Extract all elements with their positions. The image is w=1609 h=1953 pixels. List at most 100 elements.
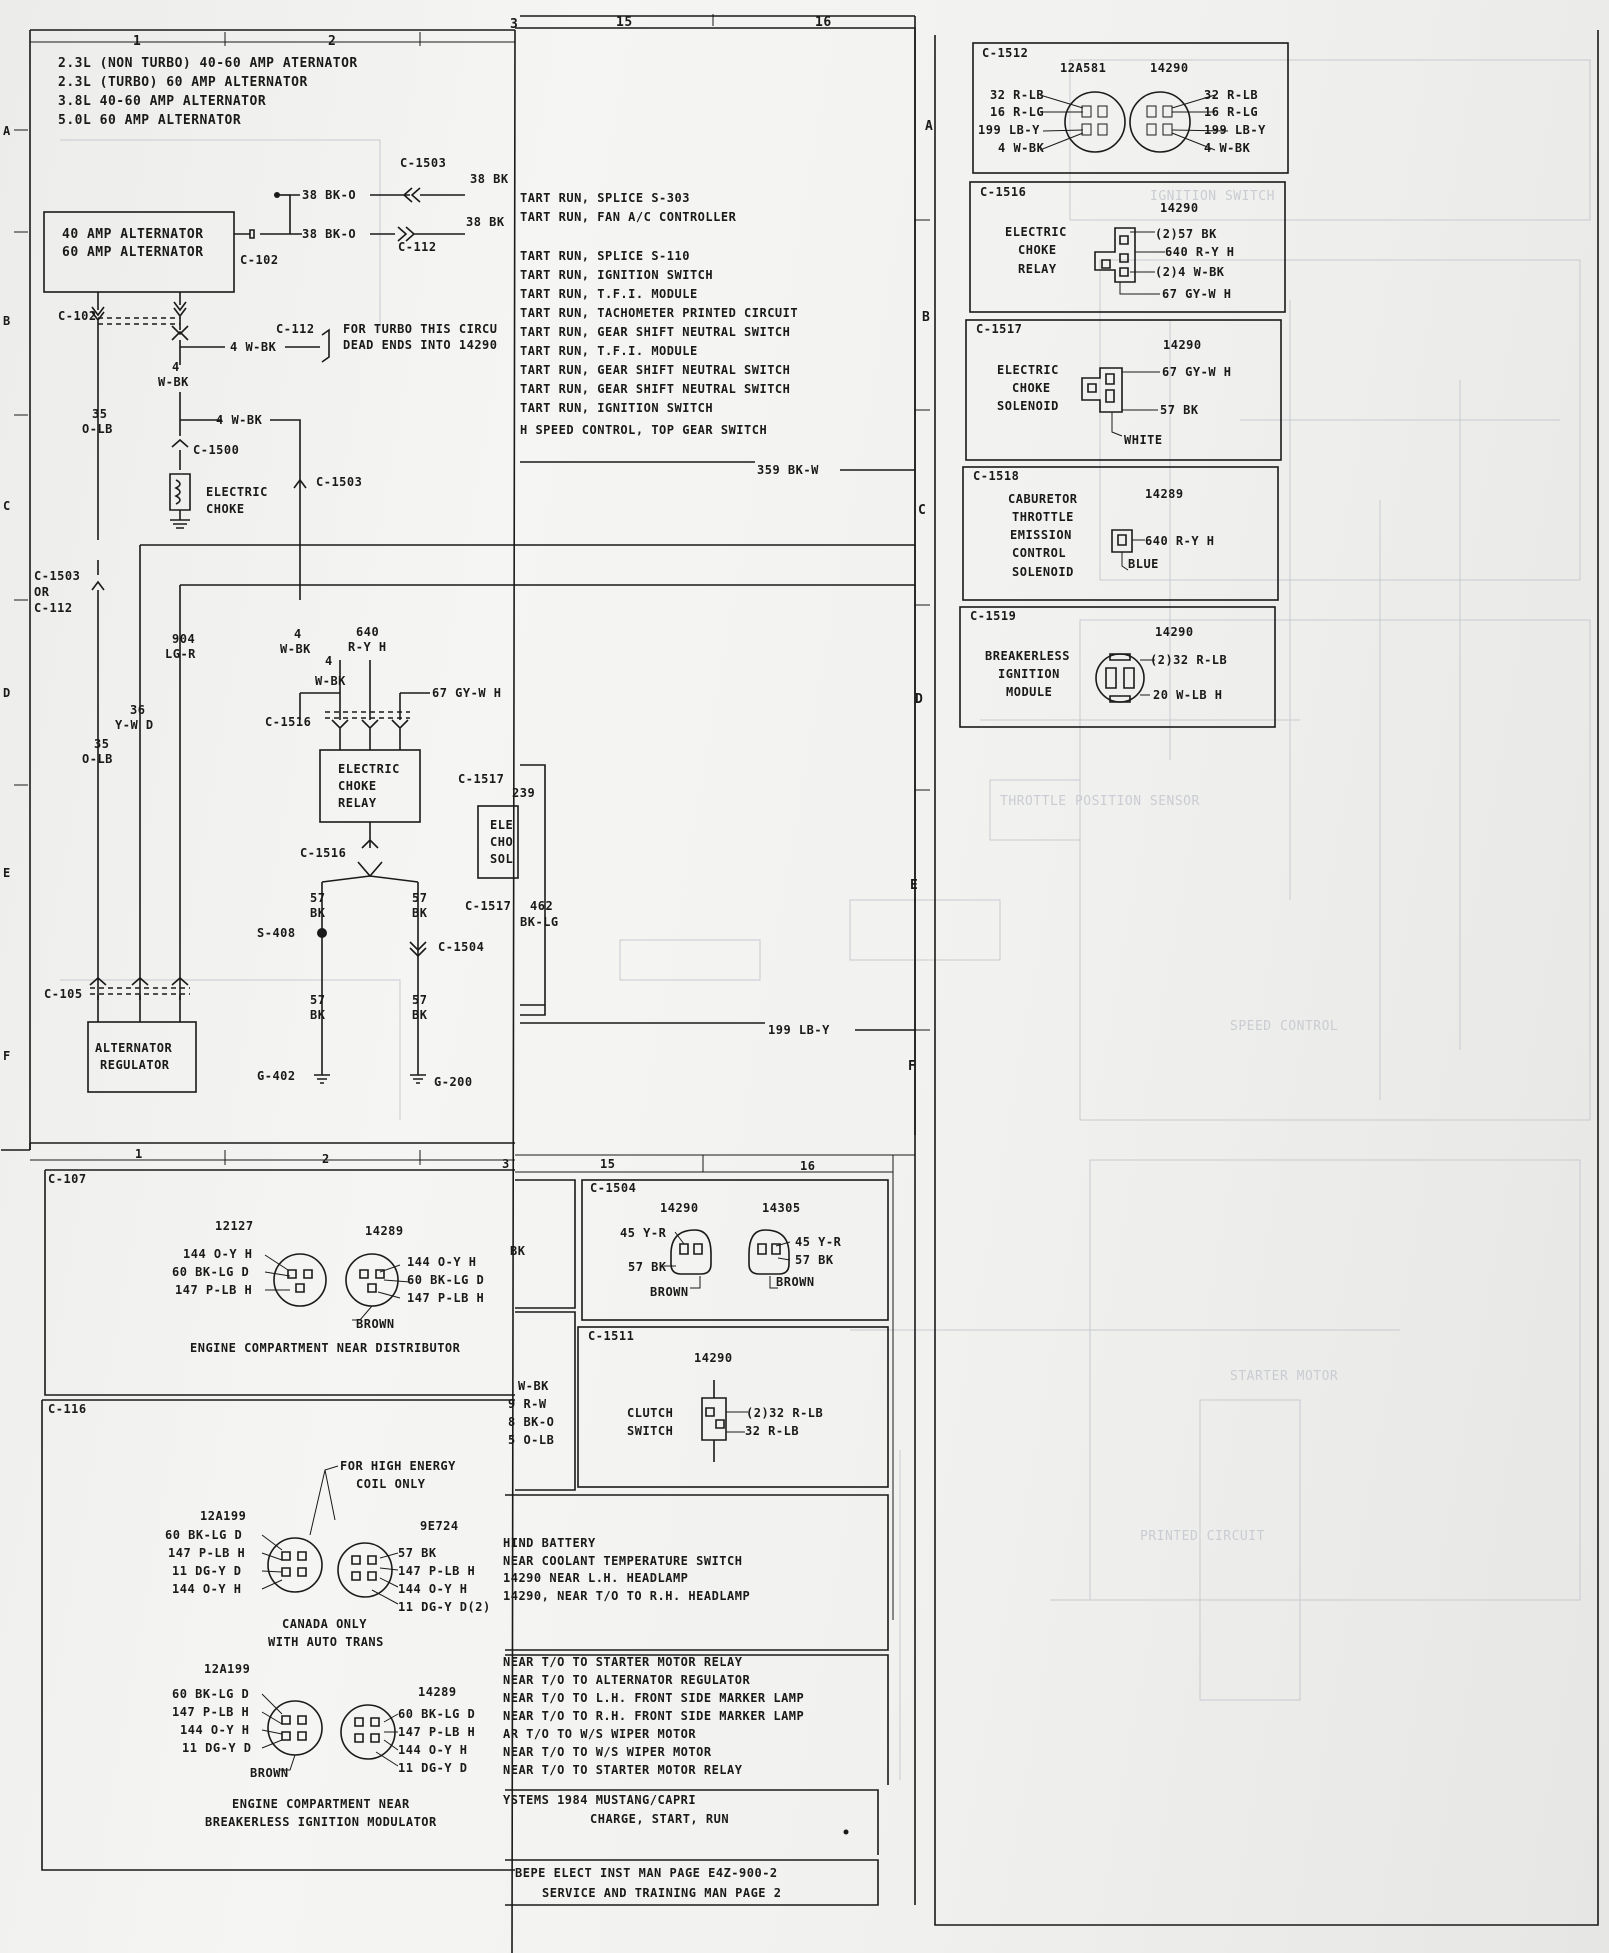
c107-part-b: 14289 (365, 1224, 404, 1238)
wire-57-num-b: 57 (412, 891, 427, 905)
col-label-3: 3 (510, 17, 518, 32)
c1504-id: C-1504 (590, 1181, 636, 1195)
connector-c1516: C-1516 14290 ELECTRIC CHOKE RELAY (2)57 … (969, 181, 1286, 313)
c116-r1-4: 11 DG-Y D(2) (398, 1600, 491, 1614)
c1518-p1: 640 R-Y H (1145, 534, 1215, 548)
c1519-id: C-1519 (970, 609, 1016, 623)
ghost-background: THROTTLE POSITION SENSOR IGNITION SWITCH… (60, 59, 1591, 1780)
c105-label: C-105 (44, 987, 83, 1001)
c116-brown: BROWN (250, 1766, 289, 1780)
c1516-desc-2: CHOKE (1018, 243, 1057, 257)
wire-57-bk-a: BK (310, 906, 326, 920)
c1516-p4: 67 GY-W H (1162, 287, 1232, 301)
c1503-or-3: C-112 (34, 601, 73, 615)
bottom-mid-panels: 15 16 BK W-BK 9 R-W 8 BK-O 5 O-LB C-1504… (503, 1154, 915, 1906)
wire-36-num: 36 (130, 703, 145, 717)
wire-4-wbk-3: W-BK (280, 642, 311, 656)
alternator-label-60: 60 AMP ALTERNATOR (62, 245, 204, 260)
col-label-1-b: 1 (135, 1147, 143, 1161)
col-label-16-b: 16 (800, 1159, 815, 1173)
run-6: TART RUN, TACHOMETER PRINTED CIRCUIT (520, 306, 798, 320)
wire-904-num: 904 (172, 632, 195, 646)
run-5: TART RUN, T.F.I. MODULE (520, 287, 698, 301)
wire-wbk-2: W-BK (315, 674, 346, 688)
c1504-l1: 45 Y-R (620, 1226, 667, 1240)
c116-l1-1: 60 BK-LG D (165, 1528, 242, 1542)
run-1: TART RUN, SPLICE S-303 (520, 191, 690, 205)
col-label-3-b: 3 (502, 1157, 510, 1171)
c1517-id: C-1517 (976, 322, 1022, 336)
ghost-text-4: SPEED CONTROL (1230, 1019, 1338, 1034)
c116-p1: 12A199 (200, 1509, 246, 1523)
row-label-e: E (910, 878, 918, 893)
c1512-r2: 16 R-LG (1204, 105, 1258, 119)
c116-id: C-116 (48, 1402, 87, 1416)
sol-label-2: CHO (490, 835, 513, 849)
c112-label: C-112 (398, 240, 437, 254)
ghost-text-5: PRINTED CIRCUIT (1140, 1529, 1265, 1544)
c116-p2: 9E724 (420, 1519, 459, 1533)
c116-l2-3: 144 O-Y H (180, 1723, 250, 1737)
c1516-part: 14290 (1160, 201, 1199, 215)
wire-4-num-2: 4 (325, 654, 333, 668)
wire-38-bko-a: 38 BK-O (302, 188, 356, 202)
c1504-part-b: 14305 (762, 1201, 801, 1215)
c107-l2: 60 BK-LG D (172, 1265, 249, 1279)
c1511-p2: 32 R-LB (745, 1424, 799, 1438)
wire-57-bk-d: BK (412, 1008, 428, 1022)
wire-38-bk-c: 38 BK (470, 172, 509, 186)
wire-640-num: 640 (356, 625, 379, 639)
row-label-b: B (922, 310, 930, 325)
connector-c1512: C-1512 12A581 14290 32 R-LB 16 R-LG 199 … (972, 42, 1289, 174)
note-line-2: 2.3L (TURBO) 60 AMP ALTERNATOR (58, 75, 308, 90)
g402-label: G-402 (257, 1069, 296, 1083)
col-label-15-b: 15 (600, 1157, 615, 1171)
ghost-text-2: IGNITION SWITCH (1150, 189, 1275, 204)
c116-p4: 14289 (418, 1685, 457, 1699)
row-label-c-left: C (3, 499, 11, 513)
c1500-label: C-1500 (193, 443, 239, 457)
col-label-2-b: 2 (322, 1152, 330, 1166)
wire-57-bk-b: BK (412, 906, 428, 920)
c102-label-top: C-102 (240, 253, 279, 267)
c116-l2-2: 147 P-LB H (172, 1705, 249, 1719)
c107-r3: 147 P-LB H (407, 1291, 484, 1305)
relay-label-2: CHOKE (338, 779, 377, 793)
alternator-label-40: 40 AMP ALTERNATOR (62, 227, 204, 242)
c1516-label: C-1516 (265, 715, 311, 729)
c1504-r1: 45 Y-R (795, 1235, 842, 1249)
c1503-or-1: C-1503 (34, 569, 80, 583)
c1504-brown-l: BROWN (650, 1285, 689, 1299)
c1518-desc-2: THROTTLE (1012, 510, 1074, 524)
wire-57-num-c: 57 (310, 993, 325, 1007)
wire-4-num: 4 (294, 627, 302, 641)
title-2: CHARGE, START, RUN (590, 1812, 729, 1826)
sol-label-3: SOL (490, 852, 513, 866)
connector-c1519: C-1519 14290 BREAKERLESS IGNITION MODULE… (959, 606, 1276, 728)
col-label-16: 16 (815, 15, 832, 30)
c116-note-1: FOR HIGH ENERGY (340, 1459, 456, 1473)
c1504-l2: 57 BK (628, 1260, 667, 1274)
sol-label-1: ELE (490, 818, 513, 832)
c116-r2-3: 144 O-Y H (398, 1743, 468, 1757)
c1518-desc-3: EMISSION (1010, 528, 1072, 542)
c1512-id: C-1512 (982, 46, 1028, 60)
solenoid-box-cut (477, 805, 519, 879)
c116-caption-1: ENGINE COMPARTMENT NEAR (232, 1797, 410, 1811)
electric-choke-label-1: ELECTRIC (206, 485, 268, 499)
mid-cut-3: 8 BK-O (508, 1415, 554, 1429)
c1512-part-b: 14290 (1150, 61, 1189, 75)
c1516-p3: (2)4 W-BK (1155, 265, 1225, 279)
c1519-p1: (2)32 R-LB (1150, 653, 1227, 667)
wire-35b-num: 35 (94, 737, 109, 751)
run-list: TART RUN, SPLICE S-303 TART RUN, FAN A/C… (520, 191, 915, 1037)
loc1-4: 14290, NEAR T/O TO R.H. HEADLAMP (503, 1589, 750, 1603)
wire-wbk-label: W-BK (158, 375, 189, 389)
c102-label: C-102 (58, 309, 97, 323)
loc2-5: AR T/O TO W/S WIPER MOTOR (503, 1727, 696, 1741)
regulator-label-1: ALTERNATOR (95, 1041, 173, 1055)
c1504-brown-r: BROWN (776, 1275, 815, 1289)
row-label-d: D (915, 692, 923, 707)
c116-canada-1: CANADA ONLY (282, 1617, 367, 1631)
